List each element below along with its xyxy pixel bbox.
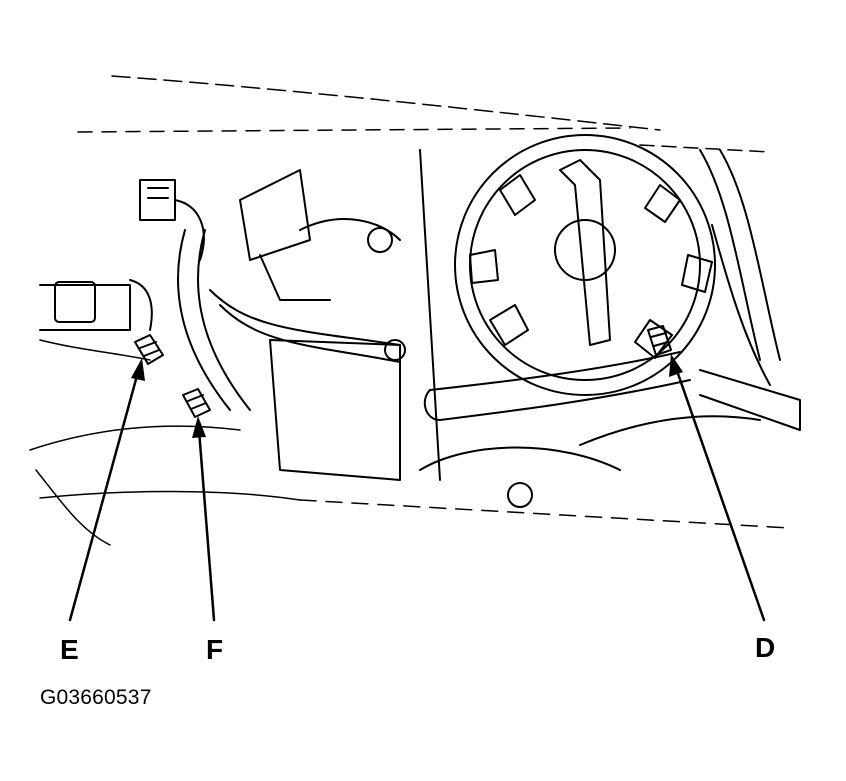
callout-label-f: F	[206, 634, 224, 665]
hoses	[177, 149, 781, 411]
bolt-d	[647, 325, 672, 356]
leader-arrow-e	[68, 358, 145, 622]
bolt-f	[182, 388, 211, 418]
figure-id: G03660537	[40, 686, 152, 709]
callout-label-d: D	[755, 632, 776, 663]
leader-arrow-f	[192, 416, 216, 622]
lower-housing	[419, 415, 761, 508]
mid-brackets	[239, 149, 441, 481]
callout-label-e: E	[60, 634, 79, 665]
round-unit	[454, 134, 716, 396]
leader-arrow-d	[669, 354, 766, 622]
left-connector-cluster	[39, 179, 205, 331]
bolt-e	[134, 334, 164, 365]
adjuster-arm	[423, 159, 801, 431]
background-outlines	[29, 75, 791, 546]
